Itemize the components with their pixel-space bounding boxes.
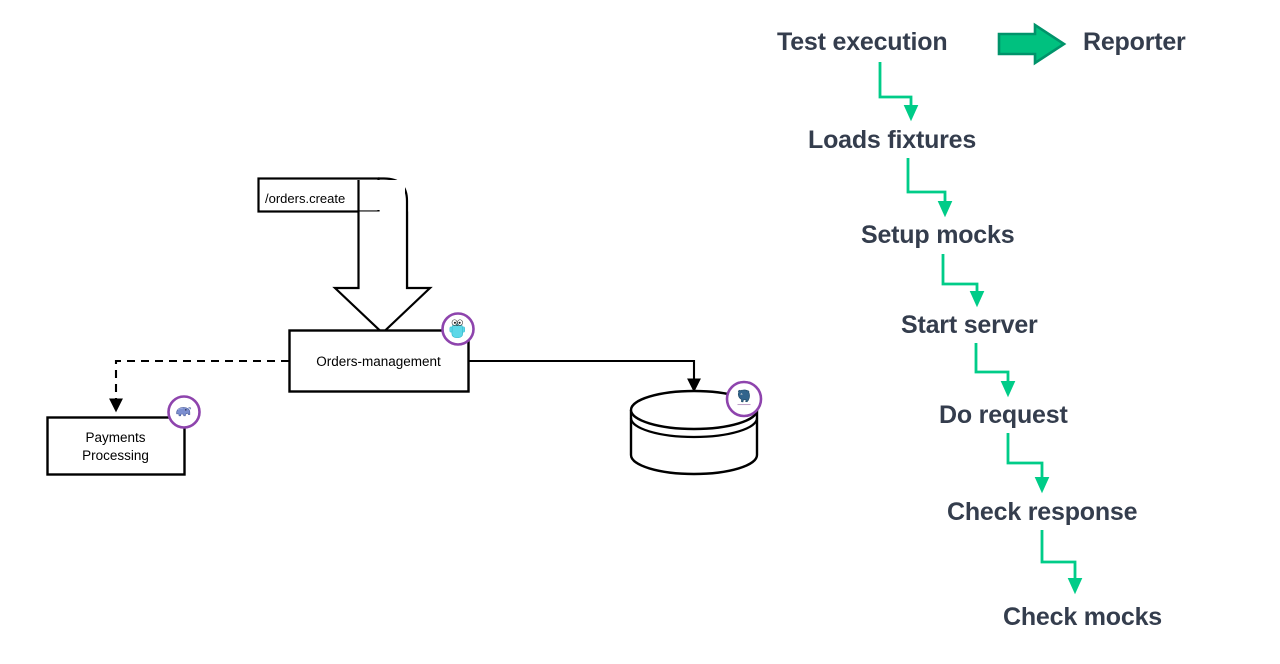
flow-connector-1: [878, 62, 919, 122]
right-arrow-icon: [997, 22, 1067, 66]
flow-step-check-mocks: Check mocks: [1003, 603, 1162, 631]
postgresql-icon: [725, 380, 763, 418]
request-label: /orders.create: [265, 191, 346, 206]
edge-orders-to-database: [469, 359, 701, 393]
flow-connector-2: [906, 158, 953, 218]
node-payments-processing[interactable]: [46, 416, 186, 476]
node-payments-processing-label-line2: Processing: [82, 448, 149, 463]
flow-connector-3: [941, 254, 985, 308]
node-orders-management-label: Orders-management: [316, 354, 441, 369]
flow-target-label: Reporter: [1083, 28, 1186, 56]
flow-connector-6: [1040, 530, 1083, 595]
flow-source-label: Test execution: [777, 28, 948, 56]
request-block-arrow-icon: [332, 211, 433, 335]
flow-step-check-response: Check response: [947, 498, 1138, 526]
flow-connector-4: [974, 343, 1016, 398]
flow-connector-5: [1006, 433, 1050, 494]
node-orders-management[interactable]: [288, 329, 470, 393]
go-gopher-icon: [441, 312, 475, 346]
flow-step-start-server: Start server: [901, 311, 1038, 339]
edge-orders-to-payments: [109, 359, 289, 413]
node-payments-processing-label-line1: Payments: [85, 430, 146, 445]
flow-step-setup-mocks: Setup mocks: [861, 221, 1015, 249]
php-elephant-icon: [167, 395, 201, 429]
flow-step-do-request: Do request: [939, 401, 1068, 429]
flow-step-loads-fixtures: Loads fixtures: [808, 126, 977, 154]
node-database-cylinder[interactable]: [629, 389, 759, 476]
